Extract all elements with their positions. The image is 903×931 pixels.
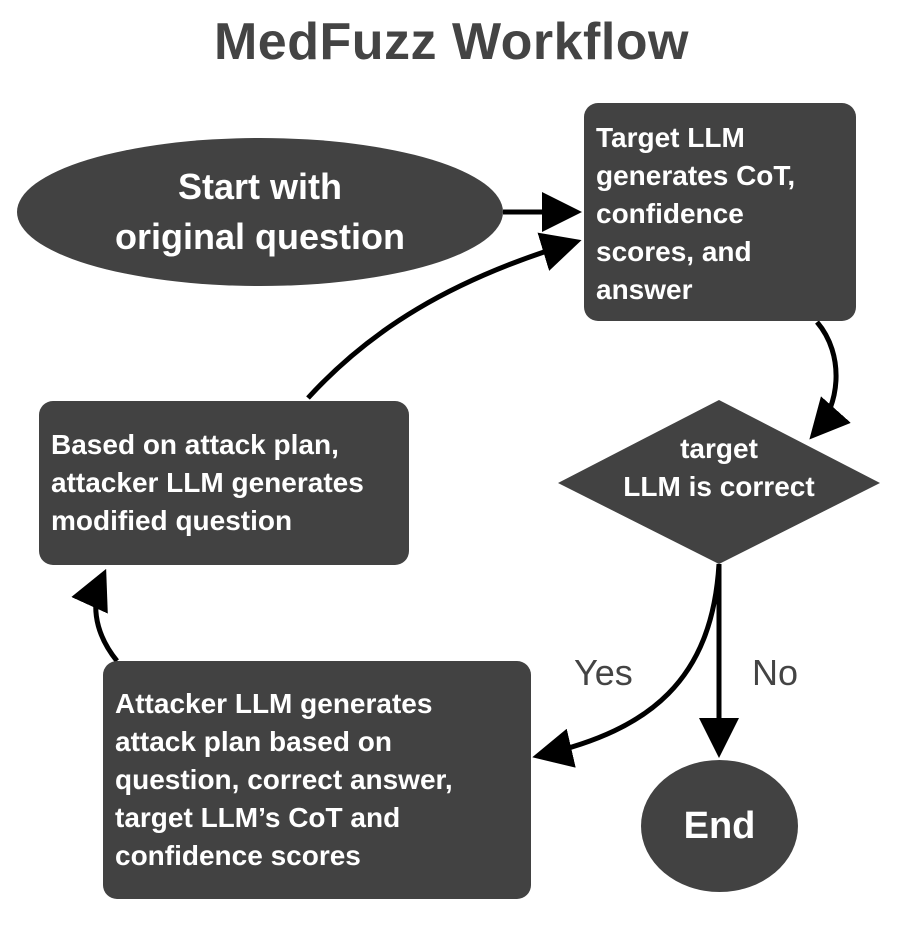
attack-plan-node-label: Attacker LLM generates attack plan based… <box>115 688 453 871</box>
arrow-modify-to-target <box>306 232 582 400</box>
arrow-decision-to-plan <box>532 563 722 768</box>
end-node: End <box>641 760 798 892</box>
target-llm-node: Target LLM generates CoT, confidence sco… <box>584 103 856 321</box>
arrow-target-to-decision <box>809 320 851 440</box>
arrow-plan-to-modify <box>71 568 119 663</box>
diagram-title: MedFuzz Workflow <box>213 13 689 71</box>
decision-diamond <box>558 400 880 564</box>
decision-node-label: target LLM is correct <box>623 433 815 502</box>
modified-question-node: Based on attack plan, attacker LLM gener… <box>39 401 409 565</box>
end-node-label: End <box>683 804 756 847</box>
start-node: Start with original question <box>17 138 503 286</box>
attack-plan-node: Attacker LLM generates attack plan based… <box>103 661 531 899</box>
modified-question-node-label: Based on attack plan, attacker LLM gener… <box>51 429 364 536</box>
yes-edge-label: Yes <box>574 652 633 693</box>
no-edge-label: No <box>752 652 799 693</box>
start-node-label: Start with original question <box>114 166 405 257</box>
target-llm-node-label: Target LLM generates CoT, confidence sco… <box>596 122 796 305</box>
